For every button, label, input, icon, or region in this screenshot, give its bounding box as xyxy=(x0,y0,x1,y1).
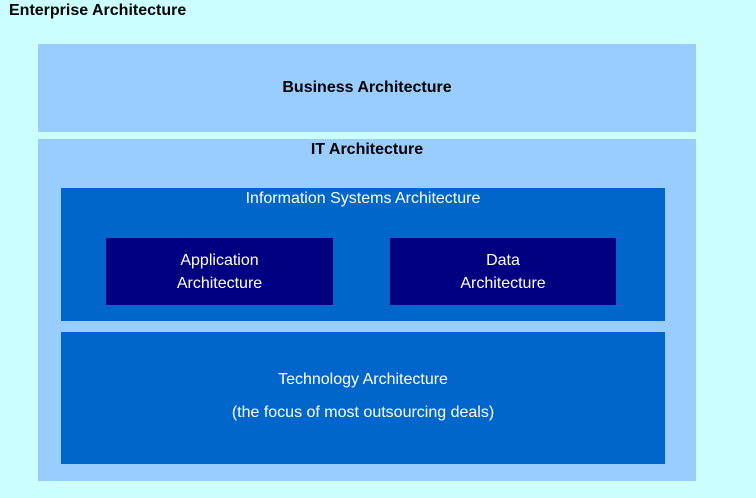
data-architecture-line2: Architecture xyxy=(460,274,546,292)
data-architecture-box: Data Architecture xyxy=(390,238,616,305)
application-architecture-label: Application Architecture xyxy=(177,249,262,295)
information-systems-architecture-label: Information Systems Architecture xyxy=(245,190,481,207)
technology-architecture-label: Technology Architecture xyxy=(278,371,448,388)
data-architecture-label: Data Architecture xyxy=(460,249,545,295)
page-title: Enterprise Architecture xyxy=(9,2,187,19)
application-architecture-line1: Application xyxy=(180,251,259,269)
business-architecture-box: Business Architecture xyxy=(38,44,696,132)
business-architecture-label: Business Architecture xyxy=(282,79,452,96)
technology-architecture-box: Technology Architecture (the focus of mo… xyxy=(61,332,665,464)
technology-architecture-note: (the focus of most outsourcing deals) xyxy=(231,404,495,421)
data-architecture-line1: Data xyxy=(486,251,520,269)
it-architecture-label: IT Architecture xyxy=(310,141,424,158)
application-architecture-line2: Architecture xyxy=(176,274,263,292)
application-architecture-box: Application Architecture xyxy=(106,238,333,305)
